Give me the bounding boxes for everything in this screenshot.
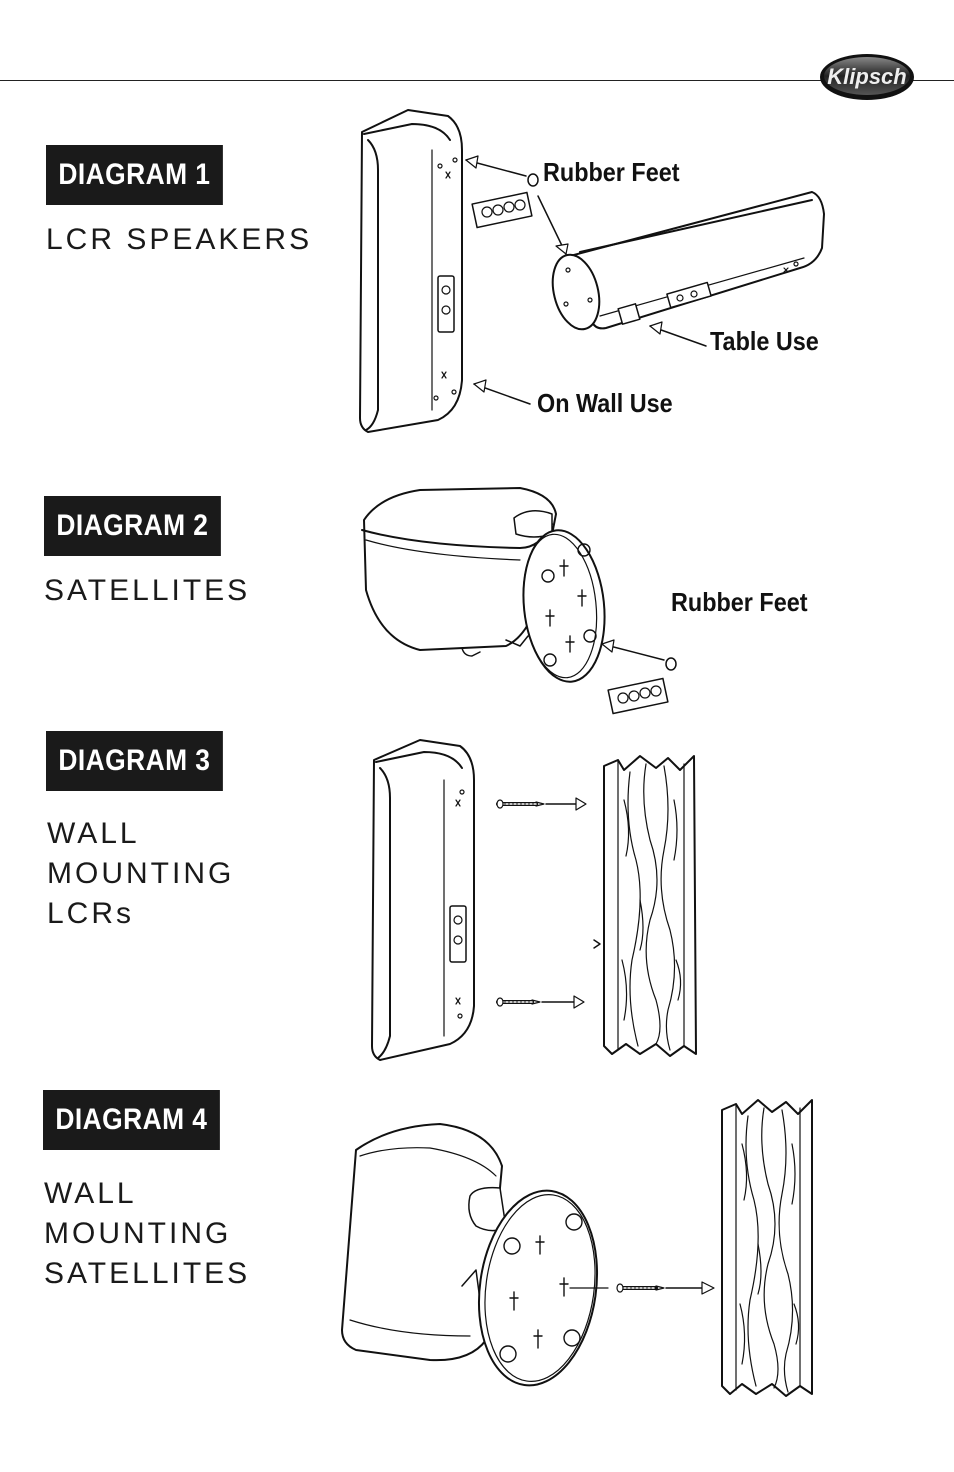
callout-rubber-feet-1: Rubber Feet — [543, 157, 680, 187]
diagram-3-subtitle-line3: LCRs — [47, 897, 135, 930]
diagram-2-subtitle: SATELLITES — [44, 574, 251, 607]
lcr-speaker-vertical — [359, 109, 463, 433]
satellite-speaker — [361, 487, 557, 657]
diagram-3-subtitle-line1: WALL — [47, 817, 140, 850]
diagram-4-badge: DIAGRAM 4 — [43, 1090, 220, 1150]
screw-diagram-4 — [616, 1283, 665, 1293]
satellite-speaker-wall-mount — [341, 1123, 507, 1362]
screw-upper — [496, 799, 545, 809]
diagram-2-badge: DIAGRAM 2 — [44, 496, 221, 556]
small-chevron — [593, 939, 601, 949]
diagram-4-subtitle-line3: SATELLITES — [44, 1257, 251, 1290]
callout-rubber-feet-2: Rubber Feet — [671, 587, 808, 617]
satellite-bracket-2 — [477, 1189, 599, 1387]
rubber-feet-pad-1 — [471, 173, 539, 229]
callout-table-use: Table Use — [710, 326, 819, 356]
diagram-3-badge: DIAGRAM 3 — [46, 731, 223, 791]
wood-wall-2 — [721, 1099, 813, 1397]
wood-wall-1 — [603, 755, 697, 1057]
diagram-4-subtitle-line2: MOUNTING — [44, 1217, 232, 1250]
lcr-speaker-wall-mount — [371, 739, 475, 1061]
header-rule — [0, 80, 954, 81]
diagram-1-subtitle: LCR SPEAKERS — [46, 223, 313, 256]
rubber-feet-pad-2 — [607, 657, 677, 715]
screw-lower — [496, 997, 541, 1007]
diagram-3-subtitle-line2: MOUNTING — [47, 857, 235, 890]
callout-on-wall-use: On Wall Use — [537, 388, 673, 418]
diagram-1-badge: DIAGRAM 1 — [46, 145, 223, 205]
logo-text: Klipsch — [827, 64, 906, 89]
satellite-bracket-1 — [522, 529, 606, 683]
arrow-rubber-feet-to-table — [537, 195, 567, 255]
lcr-speaker-horizontal — [551, 191, 825, 331]
diagram-4-subtitle-line1: WALL — [44, 1177, 137, 1210]
klipsch-logo: Klipsch — [818, 52, 916, 102]
